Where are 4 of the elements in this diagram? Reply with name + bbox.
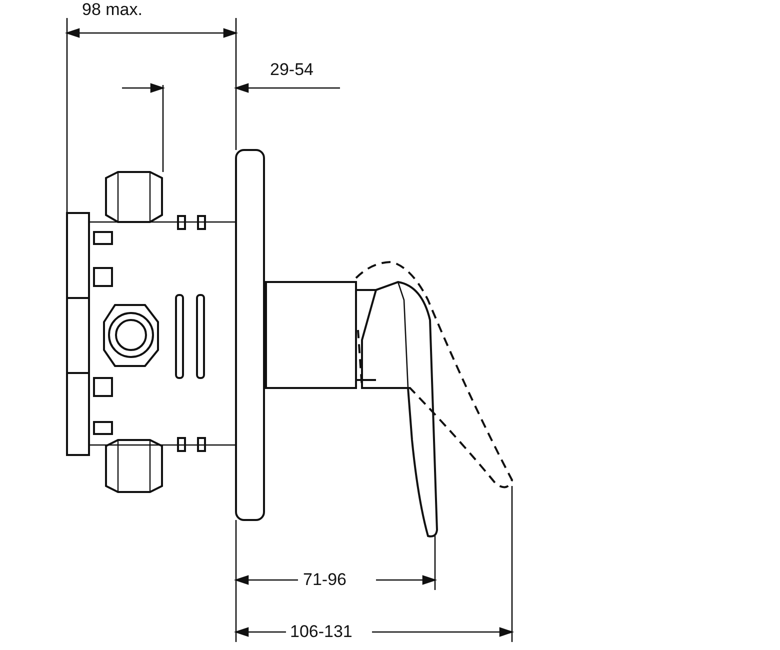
dimension-label: 71-96 — [303, 570, 346, 590]
dimension-label: 29-54 — [270, 60, 314, 80]
dimension-label: 98 max. — [82, 0, 142, 20]
dimension-label: 106-131 — [290, 622, 352, 642]
